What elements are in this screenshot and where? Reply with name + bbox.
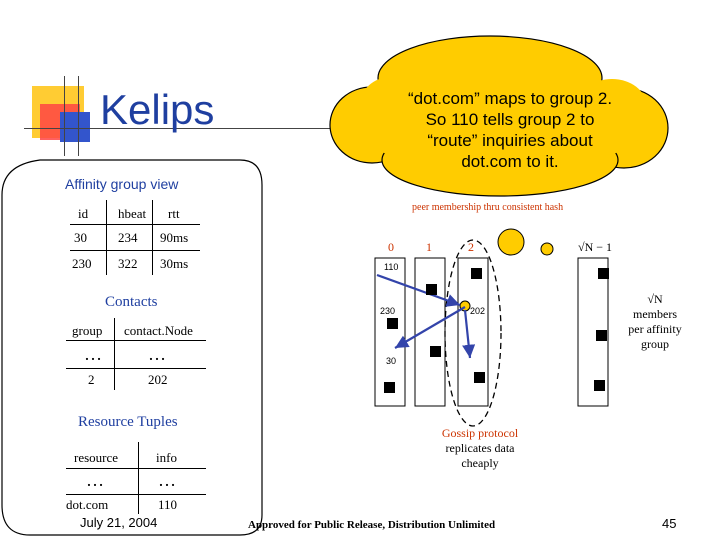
node-label-230: 230 <box>380 306 396 316</box>
slide-date: July 21, 2004 <box>80 515 158 530</box>
members-note-line2: per affinity <box>628 322 682 336</box>
contacts-hline-1 <box>66 340 206 341</box>
affinity-header-rtt: rtt <box>168 206 180 221</box>
gossip-line2: replicates data <box>445 441 515 455</box>
contacts-row0-contact: … <box>148 344 166 364</box>
contacts-header-group: group <box>72 323 103 338</box>
contacts-row1-contact: 202 <box>148 372 168 387</box>
resource-row1-resource: dot.com <box>66 497 109 512</box>
arrow-110-to-230 <box>394 306 466 349</box>
resource-vline <box>138 442 139 514</box>
node-square <box>430 346 441 357</box>
members-note: √N members per affinity group <box>620 292 690 352</box>
bubble-line-3: “route” inquiries about <box>427 131 593 150</box>
hash-label: peer membership thru consistent hash <box>412 202 564 213</box>
node-label-202: 202 <box>470 306 486 316</box>
affinity-vline-1 <box>106 200 107 275</box>
contacts-row0-group: … <box>84 344 102 364</box>
column-label-1: 1 <box>426 240 432 254</box>
affinity-header-hbeat: hbeat <box>118 206 147 221</box>
contacts-row1-group: 2 <box>88 372 95 387</box>
column-label-2: 2 <box>468 240 474 254</box>
bubble-text: “dot.com” maps to group 2. So 110 tells … <box>380 88 640 172</box>
contacts-hline-2 <box>66 368 206 369</box>
resource-hline-1 <box>66 468 206 469</box>
affinity-row0-hbeat: 234 <box>118 230 138 245</box>
contacts-vline <box>114 318 115 390</box>
group2-dashed-ellipse <box>444 239 502 427</box>
resource-row1-info: 110 <box>158 497 178 512</box>
affinity-hline-2 <box>70 250 200 251</box>
slide-title: Kelips <box>100 86 215 133</box>
column-2 <box>457 257 489 407</box>
affinity-hline-1 <box>70 224 200 225</box>
node-label-110: 110 <box>384 262 399 272</box>
column-label-0: 0 <box>388 240 394 254</box>
bubble-line-4: dot.com to it. <box>461 152 559 171</box>
gossip-line3: cheaply <box>461 456 499 470</box>
affinity-row1-id: 230 <box>72 256 92 271</box>
affinity-header-id: id <box>78 206 89 221</box>
resource-header-resource: resource <box>74 450 119 465</box>
contacts-header-contact: contact.Node <box>124 323 193 338</box>
gossip-line1: Gossip protocol <box>441 426 519 440</box>
members-note-line1: members <box>633 307 677 321</box>
node-square <box>598 268 609 279</box>
affinity-vline-2 <box>152 200 153 275</box>
node-square <box>474 372 485 383</box>
resource-row0-resource: … <box>86 470 104 490</box>
members-note-sqrt: √N <box>647 292 663 306</box>
yellow-circle-large <box>497 228 525 256</box>
column-label-last: √N − 1 <box>578 240 613 254</box>
node-square <box>384 382 395 393</box>
affinity-panel-outline <box>1 159 263 536</box>
footer-note: Approved for Public Release, Distributio… <box>248 519 496 531</box>
gossip-note: Gossip protocol replicates data cheaply <box>425 426 535 471</box>
node-square <box>471 268 482 279</box>
node-square <box>426 284 437 295</box>
resource-hline-2 <box>66 494 206 495</box>
affinity-table: id hbeat rtt 30 234 90ms 230 322 30ms <box>70 200 200 275</box>
node-square <box>596 330 607 341</box>
yellow-circle-small <box>540 242 554 256</box>
node-square <box>594 380 605 391</box>
logo-vertical-line-2 <box>78 76 79 156</box>
affinity-view-caption: Affinity group view <box>65 176 179 192</box>
contacts-table: group contact.Node … … 2 202 <box>66 318 206 390</box>
column-1 <box>414 257 446 407</box>
affinity-row0-rtt: 90ms <box>160 230 189 245</box>
page-number: 45 <box>662 516 677 531</box>
affinity-row1-hbeat: 322 <box>118 256 138 271</box>
arrow-202-down <box>462 309 476 359</box>
node-label-30: 30 <box>386 356 397 366</box>
logo-vertical-line <box>64 76 65 156</box>
bubble-line-1: “dot.com” maps to group 2. <box>407 89 613 108</box>
members-note-line3: group <box>641 337 669 351</box>
resource-header-info: info <box>156 450 177 465</box>
resource-table: resource info … … dot.com 110 <box>66 442 206 514</box>
contacts-title: Contacts <box>105 294 158 310</box>
affinity-row0-id: 30 <box>74 230 87 245</box>
speech-bubble <box>329 35 669 197</box>
resource-row0-info: … <box>158 470 176 490</box>
resource-tuples-title: Resource Tuples <box>78 414 178 430</box>
bubble-line-2: So 110 tells group 2 to <box>425 110 595 129</box>
arrow-110-to-202 <box>376 273 461 307</box>
logo-horizontal-line <box>24 128 584 129</box>
logo-blue-square <box>60 112 90 142</box>
affinity-row1-rtt: 30ms <box>160 256 189 271</box>
node-square <box>387 318 398 329</box>
